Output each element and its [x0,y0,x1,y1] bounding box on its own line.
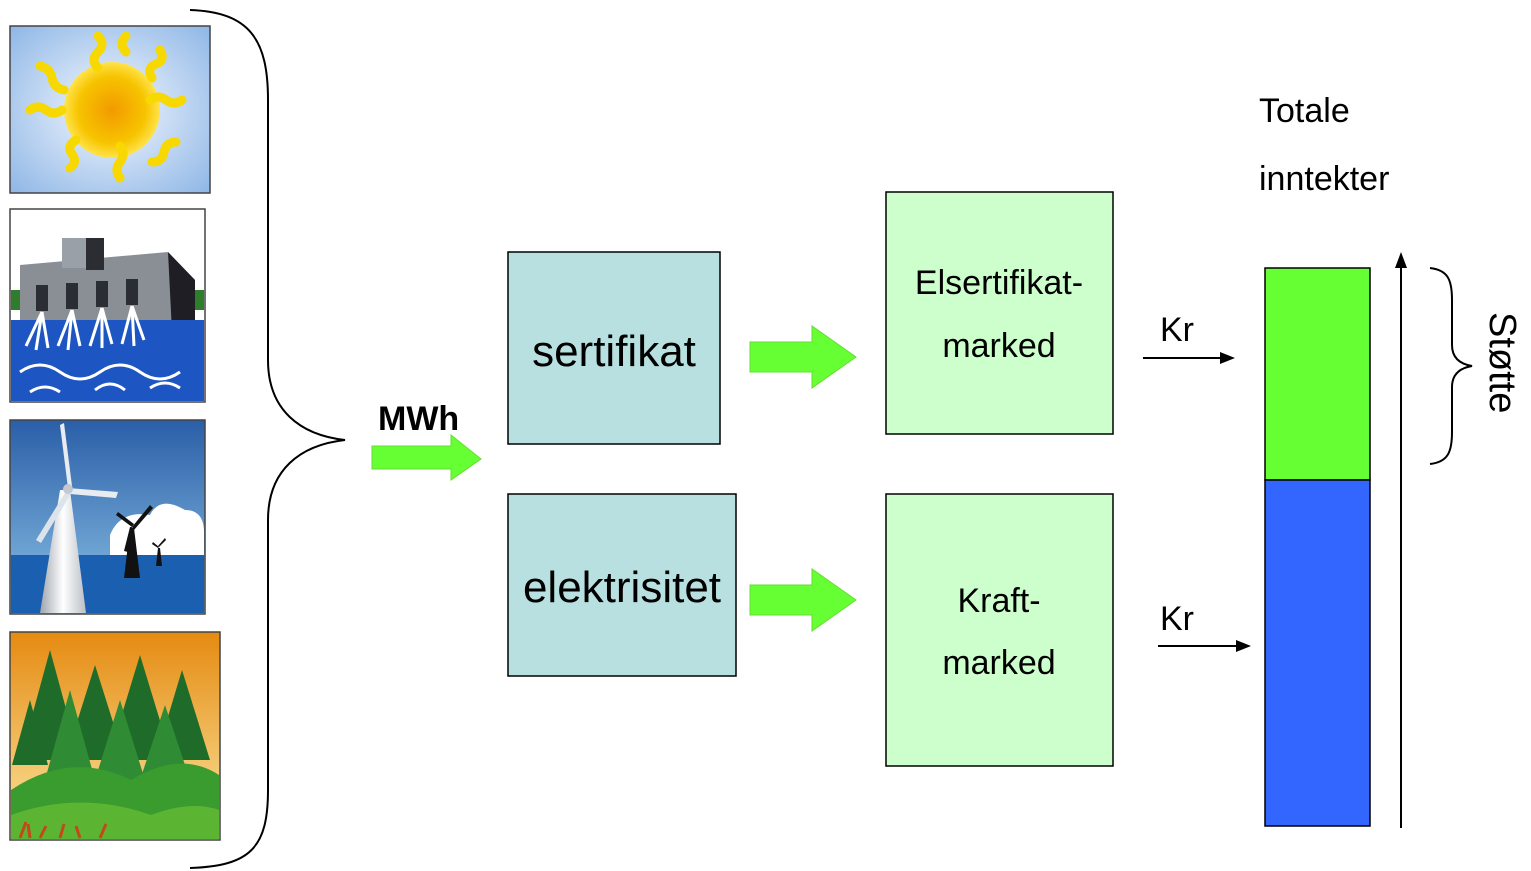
electricity-box [507,493,737,677]
revenue-title-line1: Totale [1259,92,1350,130]
certificate-market-label-line2: marked [942,327,1055,365]
certificate-label: sertifikat [532,327,696,376]
certificate-box [507,251,721,445]
support-label: Støtte [1481,312,1523,413]
mwh-label: MWh [378,400,459,438]
kr-arrow-top-head [1220,352,1235,364]
hydropower-dam-icon [9,208,206,403]
wind-turbine-icon [9,419,206,615]
support-brace [1429,267,1473,465]
kr-arrow-bottom-head [1236,640,1251,652]
power-revenue-bar [1264,479,1371,827]
revenue-axis-head [1395,252,1407,268]
sun-icon [9,25,211,194]
revenue-title-line2: inntekter [1259,160,1389,198]
mwh-arrow [371,433,482,481]
power-market-label-line2: marked [942,644,1055,682]
forest-biomass-icon [9,631,221,841]
power-market-box [885,493,1114,767]
sources-brace [189,9,346,869]
electricity-to-market-arrow [749,568,857,632]
kr-label-top: Kr [1160,311,1194,349]
electricity-label: elektrisitet [523,563,721,612]
certificate-to-market-arrow [749,325,857,389]
power-market-label-line1: Kraft- [957,582,1040,620]
support-revenue-bar [1264,267,1371,481]
kr-label-bottom: Kr [1160,600,1194,638]
certificate-market-label-line1: Elsertifikat- [915,264,1083,302]
certificate-market-box [885,191,1114,435]
